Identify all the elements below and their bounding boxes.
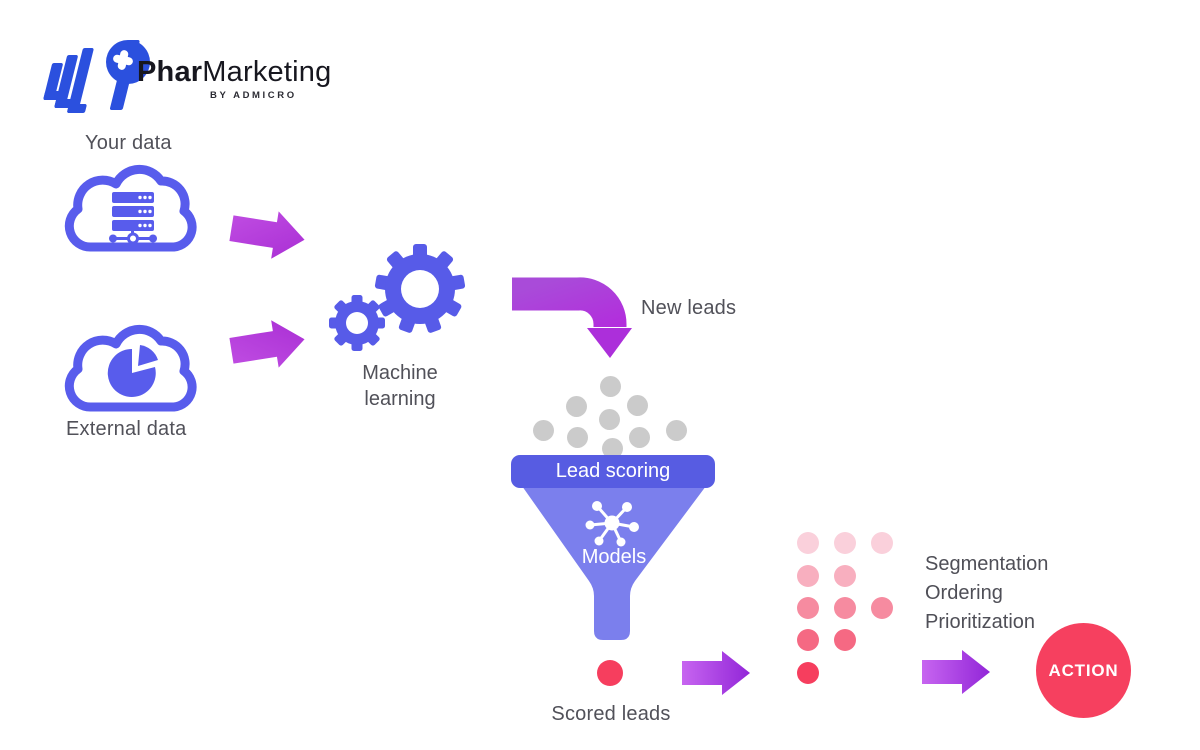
refinement-line3: Prioritization [925,611,1036,633]
brand-name-bold: Phar [137,56,203,88]
lead-scoring-label: Lead scoring [555,460,671,482]
refinement-line1: Segmentation [925,553,1049,575]
your-data-label: Your data [85,132,172,154]
arrow-right-up-icon [229,320,305,368]
pharmarketing-logo-icon [43,40,150,113]
lead-dot [666,420,687,441]
grid-dot [834,565,856,587]
models-label: Models [581,546,647,568]
lead-dot [602,438,623,459]
lead-dot [567,427,588,448]
molecule-icon [585,501,639,547]
lead-dot [629,427,650,448]
lead-dot [533,420,554,441]
grid-dot [797,629,819,651]
refinement-line2: Ordering [925,582,1003,604]
arrow-right-icon [682,651,750,695]
grid-dot [797,565,819,587]
external-data-label: External data [66,418,187,440]
lead-dot [599,409,620,430]
machine-learning-line1: Machine [362,362,438,384]
funnel-body [522,486,706,640]
action-label: ACTION [1048,660,1119,680]
grid-dot [834,532,856,554]
machine-learning-line2: learning [364,388,436,410]
lead-dot [627,395,648,416]
grid-dot [871,597,893,619]
refinement-label: Segmentation Ordering Prioritization [925,550,1048,637]
lead-dot [600,376,621,397]
brand-name-regular: Marketing [202,56,332,88]
brand-tagline: BY ADMICRO [210,90,297,101]
grid-dot [797,532,819,554]
action-badge: ACTION [1036,623,1131,718]
brand-name: PharMarketing [137,56,331,89]
cloud-database-icon [64,164,197,252]
grid-dot [797,597,819,619]
lead-scoring-banner: Lead scoring [511,455,715,488]
scored-lead-dot [597,660,623,686]
new-leads-label: New leads [641,297,737,319]
lead-dot [566,396,587,417]
arrow-right-icon [922,650,990,694]
machine-learning-label: Machine learning [325,360,475,412]
grid-dot [834,597,856,619]
gears-icon [329,244,466,351]
cloud-piechart-icon [64,324,197,412]
grid-dot [871,532,893,554]
arrow-curved-down-icon [512,277,632,358]
arrow-right-down-icon [229,211,305,259]
grid-dot [797,662,819,684]
scored-leads-label: Scored leads [551,703,671,725]
grid-dot [834,629,856,651]
